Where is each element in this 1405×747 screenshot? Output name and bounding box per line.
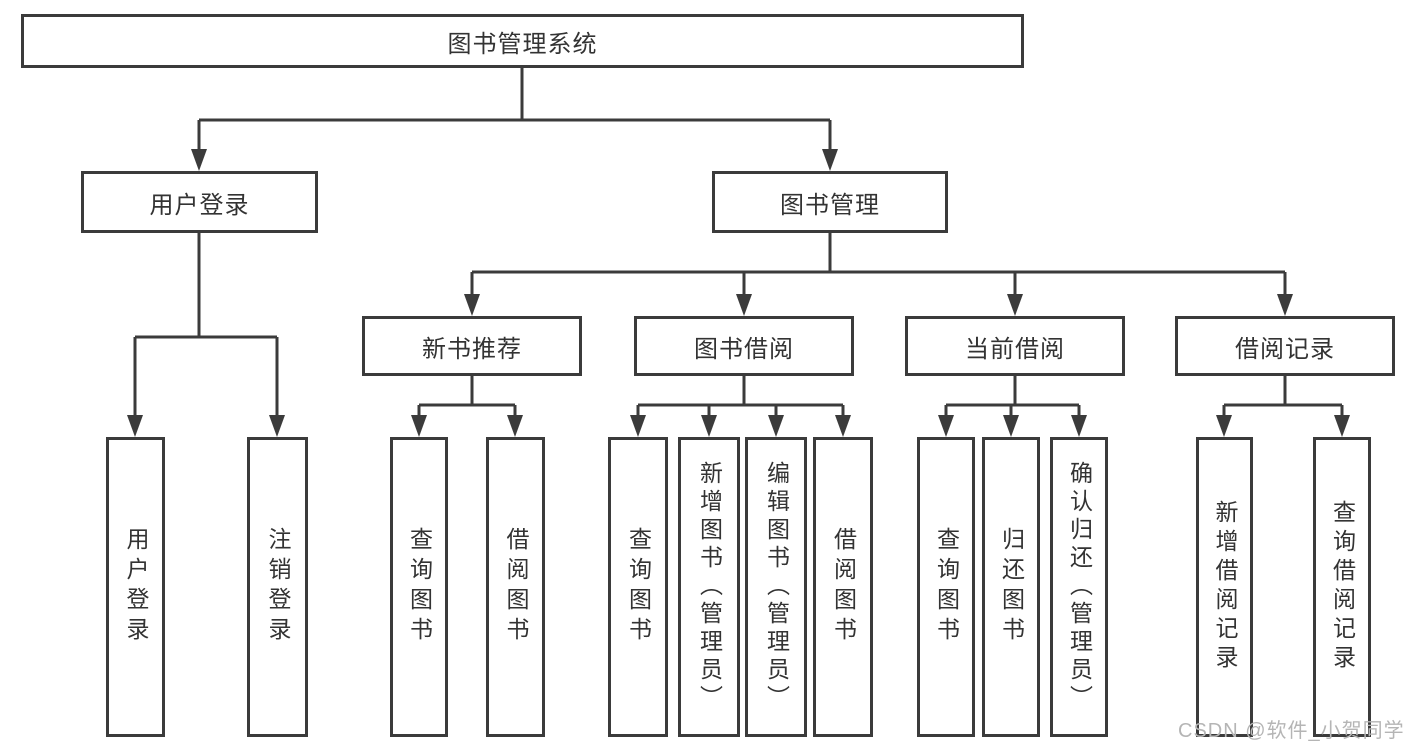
leaf-cb-query-books: 查询图书 [917, 437, 975, 737]
arrowhead [1216, 415, 1232, 437]
arrowhead [1277, 294, 1293, 316]
arrowhead [835, 415, 851, 437]
arrowhead [938, 415, 954, 437]
leaf-cb-return-books: 归还图书 [982, 437, 1040, 737]
leaf-user-login: 用户登录 [106, 437, 165, 737]
leaf-logout: 注销登录 [247, 437, 308, 737]
csdn-watermark: CSDN @软件_小贺同学 [1178, 720, 1405, 742]
arrowhead [701, 415, 717, 437]
arrowhead [630, 415, 646, 437]
arrowhead [768, 415, 784, 437]
arrowhead [1003, 415, 1019, 437]
leaf-br-query-borrow-record: 查询借阅记录 [1313, 437, 1371, 737]
node-new-book-recommendation: 新书推荐 [362, 316, 582, 376]
arrowhead [127, 415, 143, 437]
leaf-rec-borrow-books: 借阅图书 [486, 437, 545, 737]
leaf-cb-confirm-return-admin: 确认归还（管理员） [1050, 437, 1108, 737]
node-borrowing-records: 借阅记录 [1175, 316, 1395, 376]
arrowhead [411, 415, 427, 437]
node-current-borrowing: 当前借阅 [905, 316, 1125, 376]
arrowhead [1007, 294, 1023, 316]
arrowhead [736, 294, 752, 316]
arrowhead [1334, 415, 1350, 437]
arrowhead [191, 149, 207, 171]
arrowhead [464, 294, 480, 316]
node-user-login: 用户登录 [81, 171, 318, 233]
node-book-management: 图书管理 [712, 171, 948, 233]
arrowhead [822, 149, 838, 171]
arrowhead [507, 415, 523, 437]
node-library-management-system: 图书管理系统 [21, 14, 1024, 68]
leaf-bb-add-books-admin: 新增图书（管理员） [678, 437, 740, 737]
leaf-rec-query-books: 查询图书 [390, 437, 448, 737]
leaf-bb-edit-books-admin: 编辑图书（管理员） [745, 437, 807, 737]
leaf-bb-borrow-books: 借阅图书 [813, 437, 873, 737]
leaf-bb-query-books: 查询图书 [608, 437, 668, 737]
arrowhead [269, 415, 285, 437]
arrowhead [1071, 415, 1087, 437]
node-book-borrowing: 图书借阅 [634, 316, 854, 376]
leaf-br-add-borrow-record: 新增借阅记录 [1196, 437, 1253, 737]
